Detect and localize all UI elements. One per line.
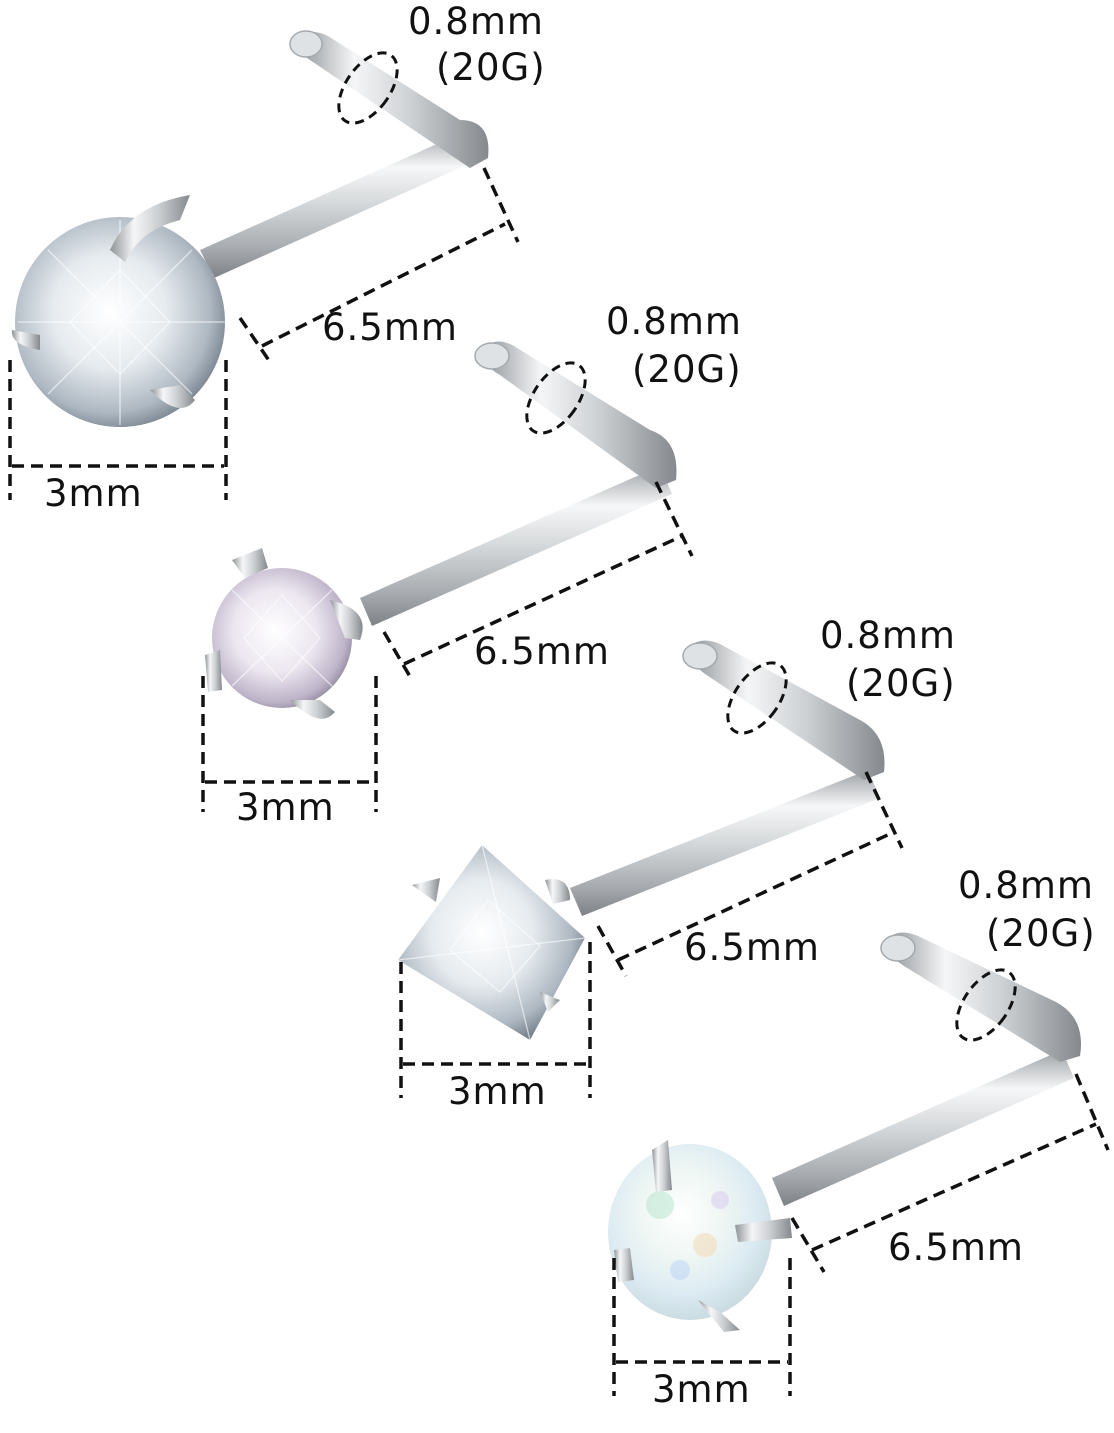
stone-dimension [612,1258,792,1396]
prong [205,650,222,692]
bent-leg [886,932,1081,1062]
post [772,1050,1074,1206]
nose-stud-2 [201,341,694,812]
gauge-size-label: 0.8mm [606,300,742,343]
gem-facets [231,589,333,687]
stone-dimension [399,942,592,1098]
stone-dimension [201,676,378,812]
gauge-marker [726,661,788,735]
post [360,466,672,626]
gauge-code-label: (20G) [846,662,956,705]
opal-fire [646,1191,729,1280]
gauge-size-label: 0.8mm [820,614,956,657]
gauge-code-label: (20G) [632,348,742,391]
post-length-label: 6.5mm [322,306,458,349]
length-dimension [790,1073,1110,1273]
leg-end [289,30,323,58]
prong [614,1248,634,1282]
prong [110,195,190,262]
prong [735,1218,792,1242]
length-dimension [382,481,694,681]
bent-leg [296,32,489,168]
bent-leg [688,640,885,780]
post [200,130,482,278]
gauge-marker [525,361,587,435]
prong [652,1140,672,1192]
bent-leg [482,341,677,488]
prong [290,700,335,719]
nose-stud-4 [608,932,1110,1396]
prong [540,992,560,1012]
post-length-label: 6.5mm [888,1226,1024,1269]
gauge-marker [337,51,399,125]
prong [11,330,40,350]
nose-stud-1 [8,30,520,500]
stone-size-label: 3mm [236,786,335,829]
length-dimension [596,771,904,977]
square-gem [398,845,585,1040]
length-dimension [238,167,520,363]
gauge-code-label: (20G) [986,912,1096,955]
nose-stud-3 [397,640,904,1098]
prong [330,600,363,640]
prong [232,548,268,578]
gauge-marker [955,968,1017,1042]
prong [150,385,195,408]
leg-end [474,342,510,370]
leg-end [682,642,718,670]
stone-size-label: 3mm [448,1070,547,1113]
gauge-size-label: 0.8mm [408,0,544,43]
prong [545,879,570,904]
post-length-label: 6.5mm [474,630,610,673]
stone-size-label: 3mm [652,1368,751,1411]
stone-size-label: 3mm [44,472,143,515]
post-length-label: 6.5mm [684,926,820,969]
post [570,770,880,916]
leg-end [880,934,916,962]
gauge-size-label: 0.8mm [958,864,1094,907]
gem-facets [397,844,586,1041]
prong [698,1300,740,1332]
stone-dimension [8,360,228,500]
opal-gem [608,1144,772,1320]
gauge-code-label: (20G) [436,46,546,89]
prong [412,878,440,902]
